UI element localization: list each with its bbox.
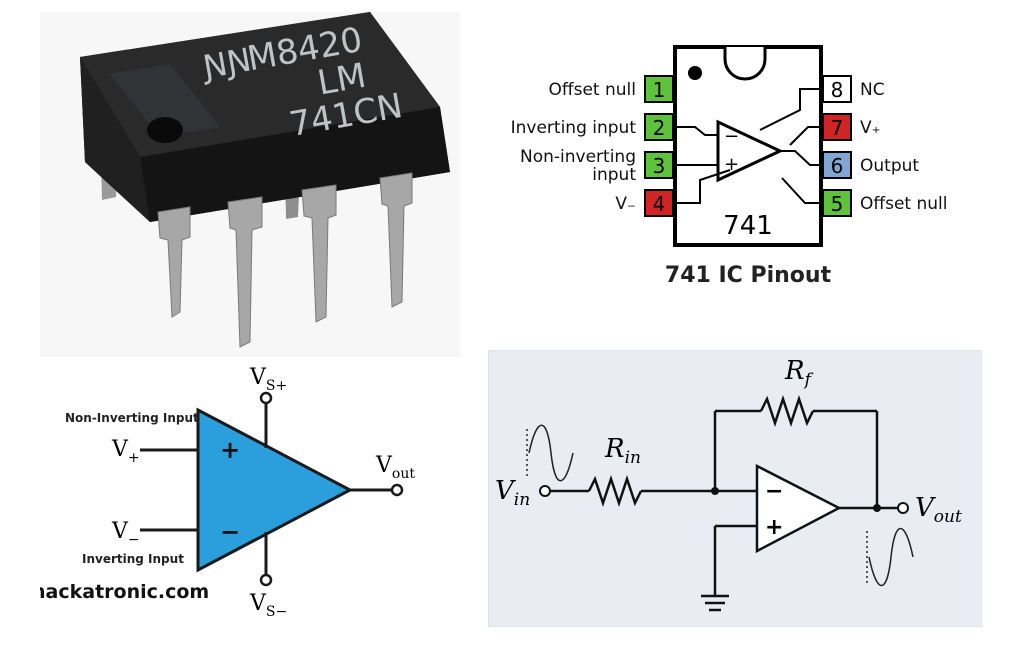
junction-dot [873,504,881,512]
ic-wiring [675,88,821,204]
inv-plus-sign: + [765,515,783,540]
vs-plus-terminal [259,391,273,405]
opamp-terminals [259,391,404,587]
chip-leg [301,184,337,323]
pin-box [644,113,674,141]
pin-8: 8 NC [822,75,885,103]
left-pins: 1 Offset null 2 Inverting input 3 Non-inverti… [511,75,674,217]
inverting-opamp-triangle [755,463,842,554]
chip-leg [157,206,191,318]
junction-dot [711,487,719,495]
pinout-title: 741 IC Pinout [665,263,832,288]
chip-front-face [140,107,450,222]
ic-pin1-dot [688,66,702,80]
v-plus-label: V+ [111,437,140,466]
opamp-minus-sign: − [220,518,240,546]
pin-4: 4 V₋ [615,189,674,217]
opamp-symbol-diagram: + − Non-Inverting Input Inverting Input … [32,360,470,642]
pin-2: 2 Inverting input [511,113,674,141]
pin-label: Output [860,156,919,176]
rin-label: Rin [604,434,641,468]
pin-label: input [592,165,636,185]
pin-label: Non-inverting [520,147,636,167]
vout-label-inv: Vout [915,493,962,527]
pin-label: Offset null [549,80,636,100]
pin1-dot [147,117,183,143]
opamp-wires [140,402,392,576]
vs-plus-label: VS+ [249,365,287,394]
chip-photo: ƝƝ M8420 LM 741CN [40,12,460,357]
national-logo-icon: ƝƝ [198,40,254,86]
pin-number: 5 [831,192,844,216]
pin-number: 2 [653,116,666,140]
pin-number: 8 [831,78,844,102]
marking-line-2: LM [315,56,369,104]
noninverting-input-label: Non-Inverting Input [65,411,199,425]
circuit-wires [549,395,899,612]
opamp-plus-sign: + [220,436,240,464]
pin-label: V₋ [615,194,636,214]
ic-opamp-triangle [716,119,784,183]
pin-box [822,151,852,179]
rf-resistor [759,395,815,427]
chip-leg [379,172,413,308]
pin-box [644,151,674,179]
ic-notch [723,47,767,81]
pin-label: Offset null [860,194,947,214]
pin-number: 7 [831,116,844,140]
pin-label: NC [860,80,885,100]
pin-label: V₊ [860,118,881,138]
vin-label: Vin [495,476,530,510]
pin-number: 3 [653,154,666,178]
pin-1: 1 Offset null [549,75,674,103]
pin-6: 6 Output [822,151,919,179]
opamp-svg: + − Non-Inverting Input Inverting Input … [32,365,415,620]
pin-7: 7 V₊ [822,113,881,141]
pin-label: Inverting input [511,118,637,138]
pin-number: 1 [653,78,666,102]
pin-box [644,189,674,217]
inverting-input-label: Inverting Input [82,552,184,566]
pin-box [822,75,852,103]
output-sine-icon [866,527,914,587]
vout-terminal [390,483,404,497]
input-sine-icon [526,424,574,482]
lm741-chip-illustration: ƝƝ M8420 LM 741CN [80,12,450,348]
opamp-triangle [196,407,354,573]
pin-number: 4 [653,192,666,216]
vout-label: Vout [375,453,415,482]
rin-resistor [587,475,643,507]
pin-box [644,75,674,103]
pin-number: 6 [831,154,844,178]
vin-terminal [539,485,551,497]
chip-glare [110,64,220,137]
v-minus-label: V− [111,519,140,548]
ic-label: 741 [723,211,773,241]
vout-terminal [897,502,909,514]
inv-minus-sign: − [765,479,783,504]
chip-side-face [80,57,150,222]
right-pins: 8 NC 7 V₊ 6 Output 5 Offset null [822,75,947,217]
chip-front-legs [157,172,413,348]
site-watermark: hackatronic.com [40,581,209,603]
chip-leg [227,196,263,348]
inverting-svg: − + Rf Rin Vin Vout [495,356,962,612]
pin-5: 5 Offset null [822,189,947,217]
pin-box [822,113,852,141]
pin-box [822,189,852,217]
vs-minus-terminal [259,573,273,587]
vs-minus-label: VS− [249,591,287,620]
ic-minus-sign: − [724,126,739,147]
inverting-amplifier-diagram: − + Rf Rin Vin Vout [488,350,982,627]
rf-label: Rf [784,356,814,390]
